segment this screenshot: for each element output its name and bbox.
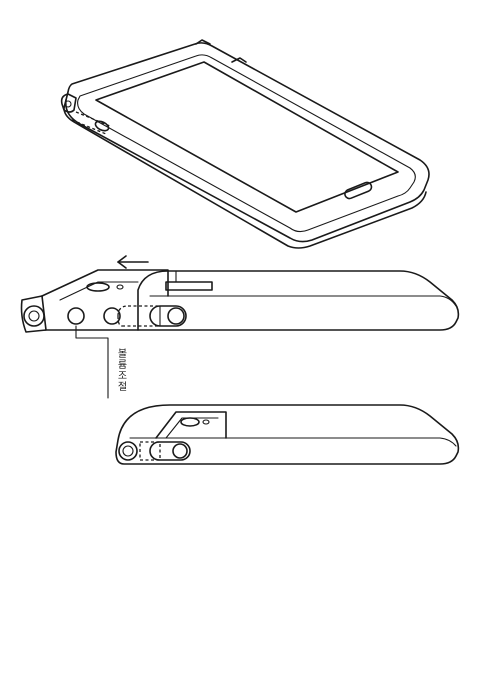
camera-housing (60, 93, 77, 113)
camera-module-perspective (60, 93, 111, 135)
retracted-slide-button (149, 441, 191, 461)
camera-hidden-slot (71, 111, 111, 135)
phone-side-view-retracted (115, 404, 460, 465)
phone-screen (95, 61, 399, 213)
side-lens-2 (103, 307, 121, 325)
home-button (344, 181, 373, 200)
phone-body-outline (64, 42, 430, 243)
phone-body-side-retracted (115, 404, 460, 465)
retracted-flash (202, 419, 210, 425)
slide-button (149, 305, 187, 327)
callout-leader (75, 325, 109, 399)
phone-bezel (77, 54, 416, 233)
camera-lens-side (94, 120, 110, 132)
phone-side-view-extended (20, 255, 460, 399)
retracted-slide-knob (172, 443, 188, 459)
camera-carriage-body (41, 295, 139, 331)
volume-control-label: 볼륨조절 (115, 348, 126, 392)
phone-top-rim (149, 295, 457, 307)
hidden-rail (117, 305, 160, 327)
slide-direction-arrow (117, 255, 149, 269)
retracted-carriage-inner (165, 417, 219, 439)
camera-carriage-top (41, 269, 169, 297)
retracted-carriage-top (155, 411, 227, 439)
side-key-right (231, 57, 247, 63)
side-lens-1 (67, 307, 85, 325)
retracted-top-lens (180, 417, 200, 427)
carriage-flash (116, 284, 124, 290)
top-recess (165, 281, 213, 291)
phone-perspective-view (60, 39, 430, 249)
retracted-hidden-slot (139, 441, 161, 461)
phone-top-rim-retracted (129, 437, 457, 447)
retracted-end-lens (118, 441, 138, 461)
end-cap-lens-inner (28, 310, 40, 322)
camera-lens-small (64, 100, 72, 108)
carriage-top-lens (86, 282, 110, 292)
top-side-key (195, 39, 211, 45)
phone-body-side (137, 270, 460, 331)
end-cap-lens-outer (23, 305, 45, 327)
slide-button-knob (167, 307, 185, 325)
phone-side-edge (63, 99, 427, 249)
carriage-inner-edge (59, 281, 139, 301)
retracted-end-lens-inner (122, 445, 134, 457)
